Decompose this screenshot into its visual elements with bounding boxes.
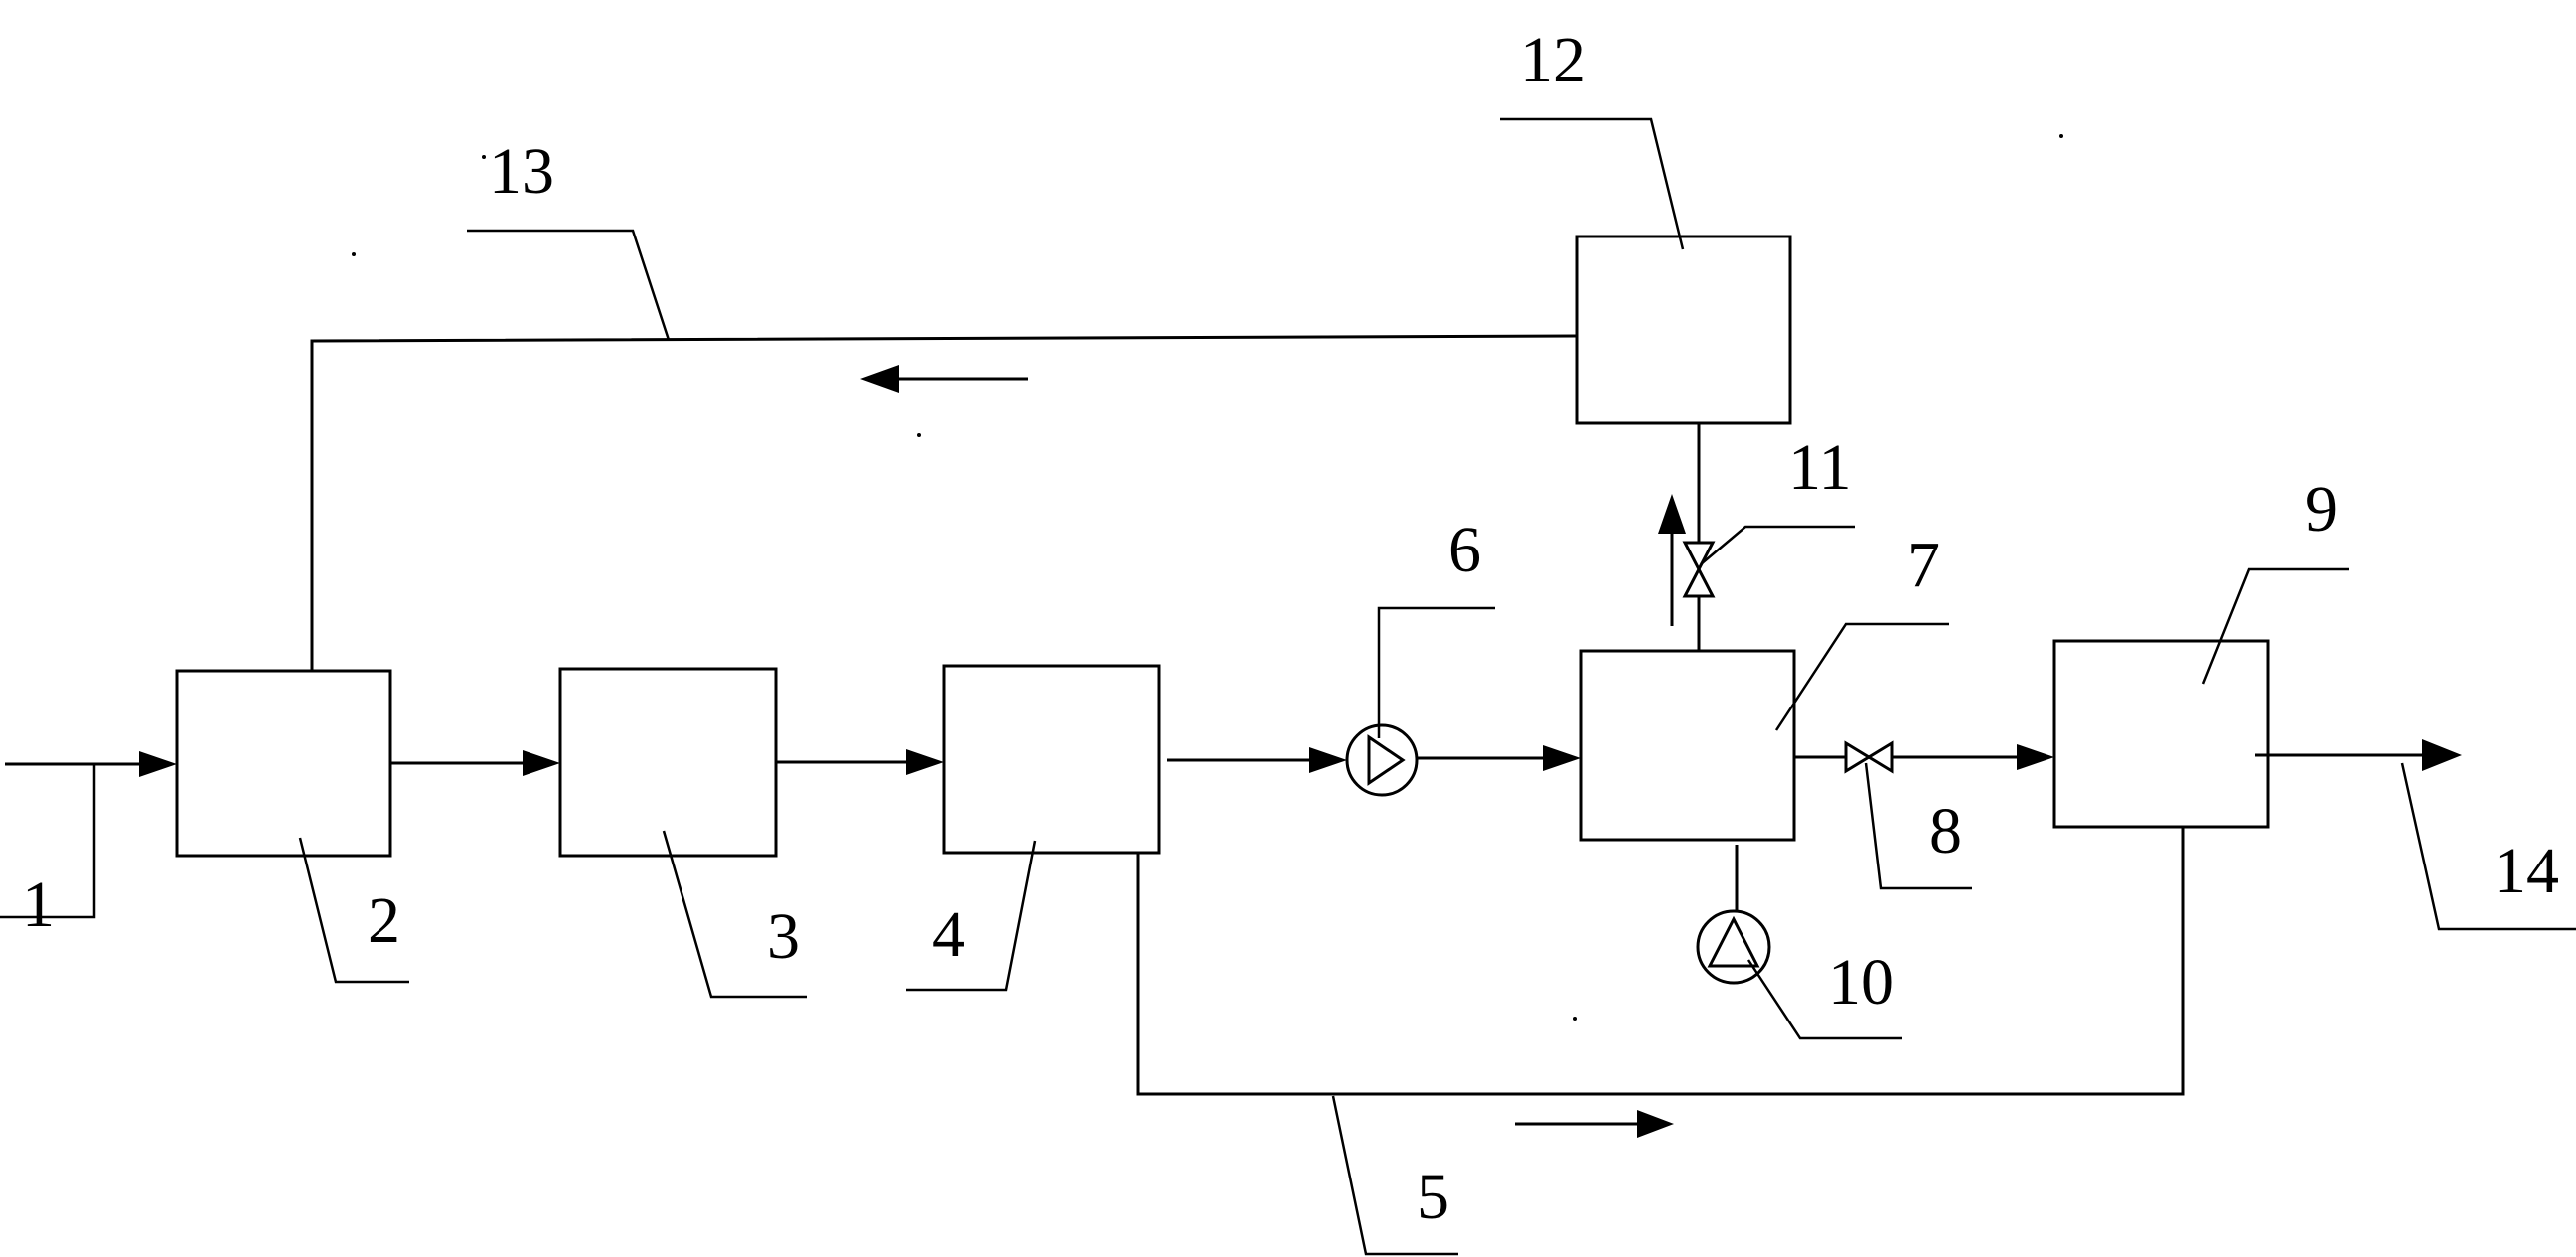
label-12: 12: [1520, 24, 1586, 96]
label-7: 7: [1907, 529, 1940, 601]
valve-11: [1682, 541, 1716, 598]
leader-13: [467, 229, 671, 341]
leader-4: [906, 840, 1037, 992]
flow-3-4-arrow: [906, 749, 944, 775]
leader-14: [2400, 762, 2576, 931]
block-9: [2052, 639, 2270, 829]
outlet-arrow: [2422, 739, 2462, 771]
bypass-direction-arrow: [1637, 1110, 1674, 1138]
block-2: [175, 669, 392, 858]
label-11: 11: [1788, 431, 1852, 504]
label-13: 13: [489, 135, 554, 208]
leader-5: [1331, 1095, 1458, 1256]
pump-10: [1696, 909, 1771, 985]
recycle-direction-arrow: [860, 365, 899, 393]
vent-up-arrow: [1658, 494, 1686, 534]
label-5: 5: [1417, 1161, 1449, 1233]
label-10: 10: [1828, 946, 1894, 1019]
block-7: [1579, 649, 1796, 842]
label-3: 3: [767, 900, 800, 973]
label-6: 6: [1448, 514, 1481, 586]
leader-10: [1746, 959, 1902, 1040]
leader-3: [662, 830, 807, 999]
inlet-arrow: [139, 751, 177, 777]
recycle-line-13: [310, 334, 1578, 671]
label-9: 9: [2305, 473, 2338, 546]
label-2: 2: [368, 884, 400, 957]
leader-8: [1864, 762, 1972, 890]
label-4: 4: [932, 898, 965, 971]
label-8: 8: [1929, 795, 1962, 867]
leader-11: [1700, 525, 1855, 565]
valve-8: [1844, 740, 1894, 774]
leader-6: [1377, 606, 1495, 738]
flow-2-3-arrow: [523, 750, 560, 776]
block-12: [1575, 235, 1792, 425]
label-14: 14: [2494, 835, 2559, 907]
bypass-line-5: [1136, 827, 2185, 1096]
block-4: [942, 664, 1161, 855]
block-3: [558, 667, 778, 858]
flow-valve-9-arrow: [2017, 744, 2054, 770]
leader-2: [298, 837, 409, 984]
leader-7: [1774, 622, 1949, 731]
flow-pump-7-arrow: [1543, 745, 1581, 771]
leader-9: [2201, 567, 2349, 685]
label-1: 1: [22, 868, 55, 941]
flow-4-pump-arrow: [1309, 747, 1347, 773]
leader-12: [1500, 117, 1685, 250]
pump-6: [1345, 723, 1419, 797]
leader-1: [0, 765, 96, 919]
